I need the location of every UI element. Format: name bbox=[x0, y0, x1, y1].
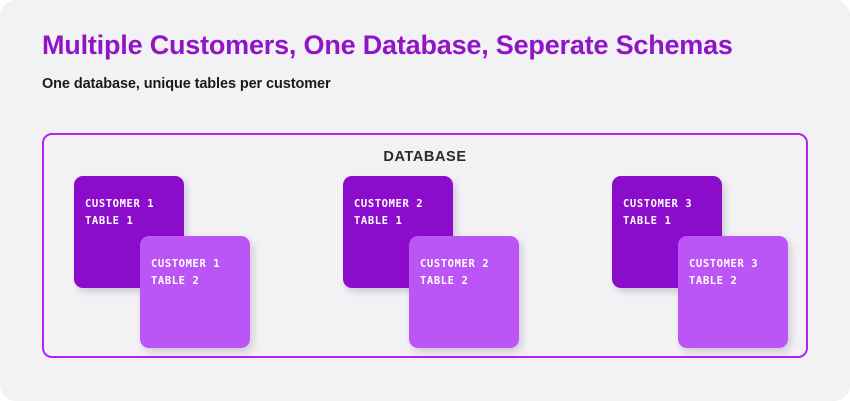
customer-group-3: CUSTOMER 3 TABLE 1 CUSTOMER 3 TABLE 2 bbox=[612, 176, 792, 348]
customer-group-2: CUSTOMER 2 TABLE 1 CUSTOMER 2 TABLE 2 bbox=[343, 176, 523, 348]
page-subtitle: One database, unique tables per customer bbox=[42, 76, 331, 92]
customer-3-table-1-line1: CUSTOMER 3 bbox=[623, 198, 693, 210]
database-boundary-box: DATABASE bbox=[42, 133, 808, 358]
customer-3-table-2-card: CUSTOMER 3 TABLE 2 bbox=[678, 236, 788, 348]
customer-1-table-1-line2: TABLE 1 bbox=[85, 215, 134, 227]
customer-1-table-2-card: CUSTOMER 1 TABLE 2 bbox=[140, 236, 250, 348]
customer-2-table-2-card: CUSTOMER 2 TABLE 2 bbox=[409, 236, 519, 348]
database-label: DATABASE bbox=[383, 149, 467, 165]
customer-2-table-2-line1: CUSTOMER 2 bbox=[420, 258, 490, 270]
page-title: Multiple Customers, One Database, Sepera… bbox=[42, 30, 733, 60]
customer-3-table-1-line2: TABLE 1 bbox=[623, 215, 672, 227]
customer-1-table-2-line1: CUSTOMER 1 bbox=[151, 258, 221, 270]
customer-2-table-1-line1: CUSTOMER 2 bbox=[354, 198, 424, 210]
customer-3-table-1-card: CUSTOMER 3 TABLE 1 bbox=[612, 176, 722, 288]
customer-1-table-2-line2: TABLE 2 bbox=[151, 275, 200, 287]
customer-3-table-2-line2: TABLE 2 bbox=[689, 275, 738, 287]
header-block: Multiple Customers, One Database, Sepera… bbox=[42, 28, 802, 94]
customer-2-table-1-line2: TABLE 1 bbox=[354, 215, 403, 227]
customer-2-table-2-line2: TABLE 2 bbox=[420, 275, 469, 287]
customer-3-table-2-line1: CUSTOMER 3 bbox=[689, 258, 759, 270]
customer-group-1: CUSTOMER 1 TABLE 1 CUSTOMER 1 TABLE 2 bbox=[74, 176, 254, 348]
customer-1-table-1-line1: CUSTOMER 1 bbox=[85, 198, 155, 210]
